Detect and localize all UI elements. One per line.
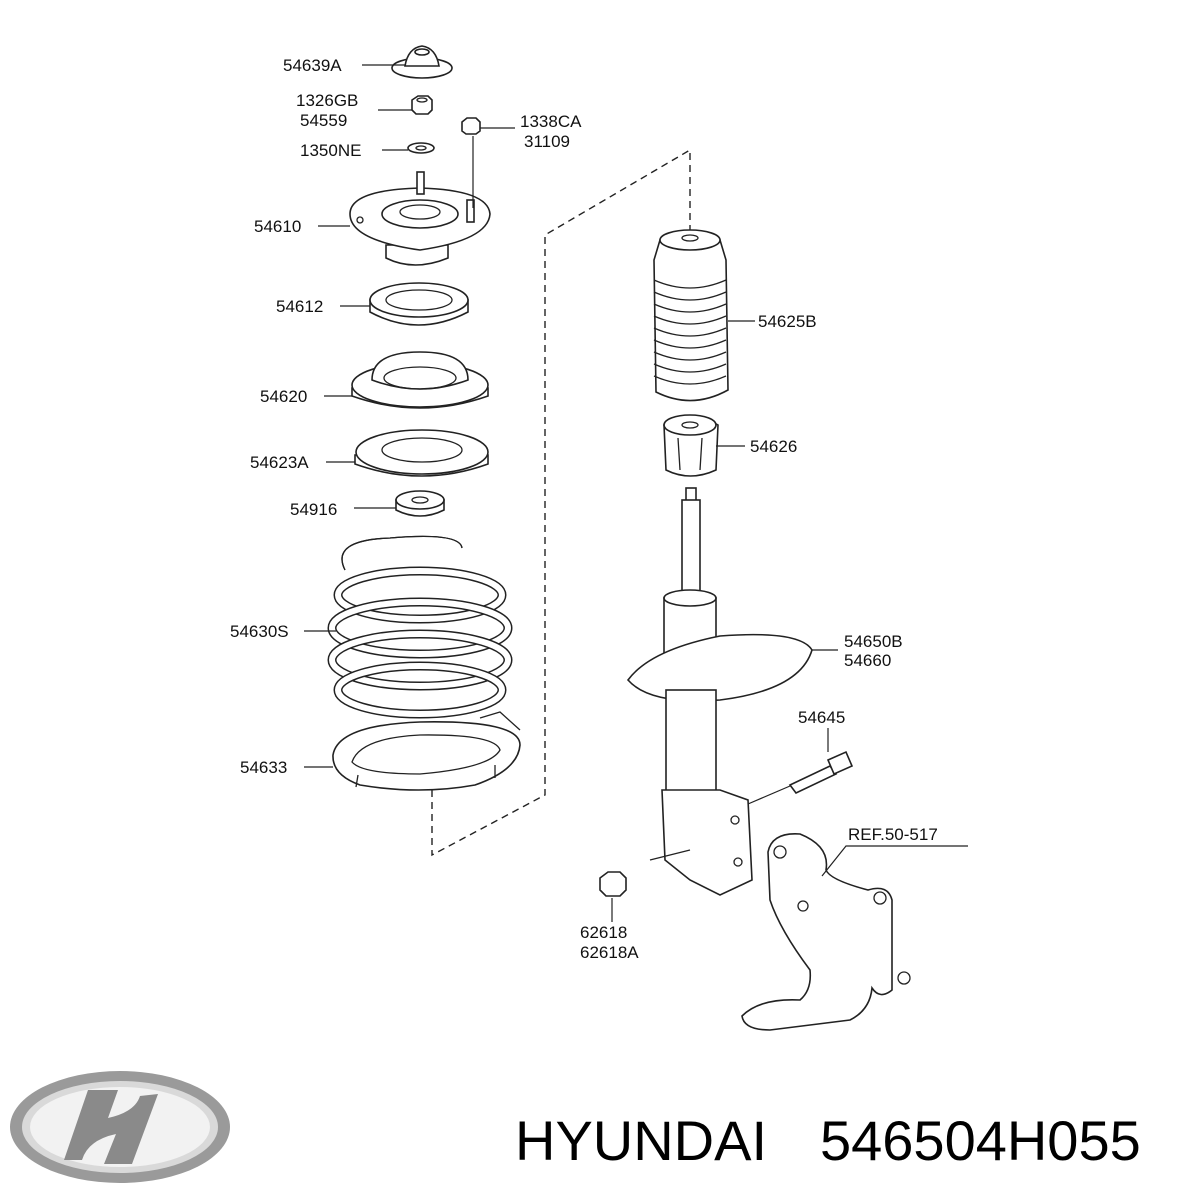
bolt-54645 [788,750,854,795]
bump-stop-54626 [663,414,719,477]
leader-lines [304,64,968,922]
bearing-54612 [369,282,469,326]
cap-54639A [391,45,453,79]
label-54610: 54610 [254,217,301,236]
label-54639A: 54639A [283,56,342,75]
label-54623A: 54623A [250,453,309,472]
nut-62618 [599,871,627,897]
label-54626: 54626 [750,437,797,456]
label-54660: 54660 [844,651,891,670]
seat-54620 [351,351,489,409]
assembly-dashed-line [431,148,691,857]
label-1326GB: 1326GB [296,91,358,110]
label-ref-50-517: REF.50-517 [848,825,938,844]
label-31109: 31109 [524,132,570,151]
strut-54650B [626,487,813,896]
label-54916: 54916 [290,500,337,519]
pad-54623A [354,429,489,477]
label-54630S: 54630S [230,622,289,641]
washer-54916 [395,490,445,517]
part-number-text: 546504H055 [820,1109,1141,1172]
label-62618: 62618 [580,923,627,942]
label-54559: 54559 [300,111,347,130]
label-1350NE: 1350NE [300,141,361,160]
label-54645: 54645 [798,708,845,727]
nut-1338CA [461,117,481,135]
label-54650B: 54650B [844,632,903,651]
hyundai-logo-icon [10,1071,230,1183]
pad-54633 [332,711,521,791]
label-62618A: 62618A [580,943,639,962]
label-54612: 54612 [276,297,323,316]
nut-1326GB [411,95,433,115]
part-labels: 54639A 1326GB 54559 1338CA 31109 1350NE … [230,56,938,962]
steering-knuckle [741,833,911,1031]
brand-text: HYUNDAI [515,1109,767,1172]
washer-1350NE [407,142,435,154]
dust-boot-54625B [653,229,729,402]
label-1338CA: 1338CA [520,112,582,131]
coil-spring-54630S [327,535,513,719]
label-54620: 54620 [260,387,307,406]
label-54625B: 54625B [758,312,817,331]
label-54633: 54633 [240,758,287,777]
mount-54610 [349,171,491,266]
